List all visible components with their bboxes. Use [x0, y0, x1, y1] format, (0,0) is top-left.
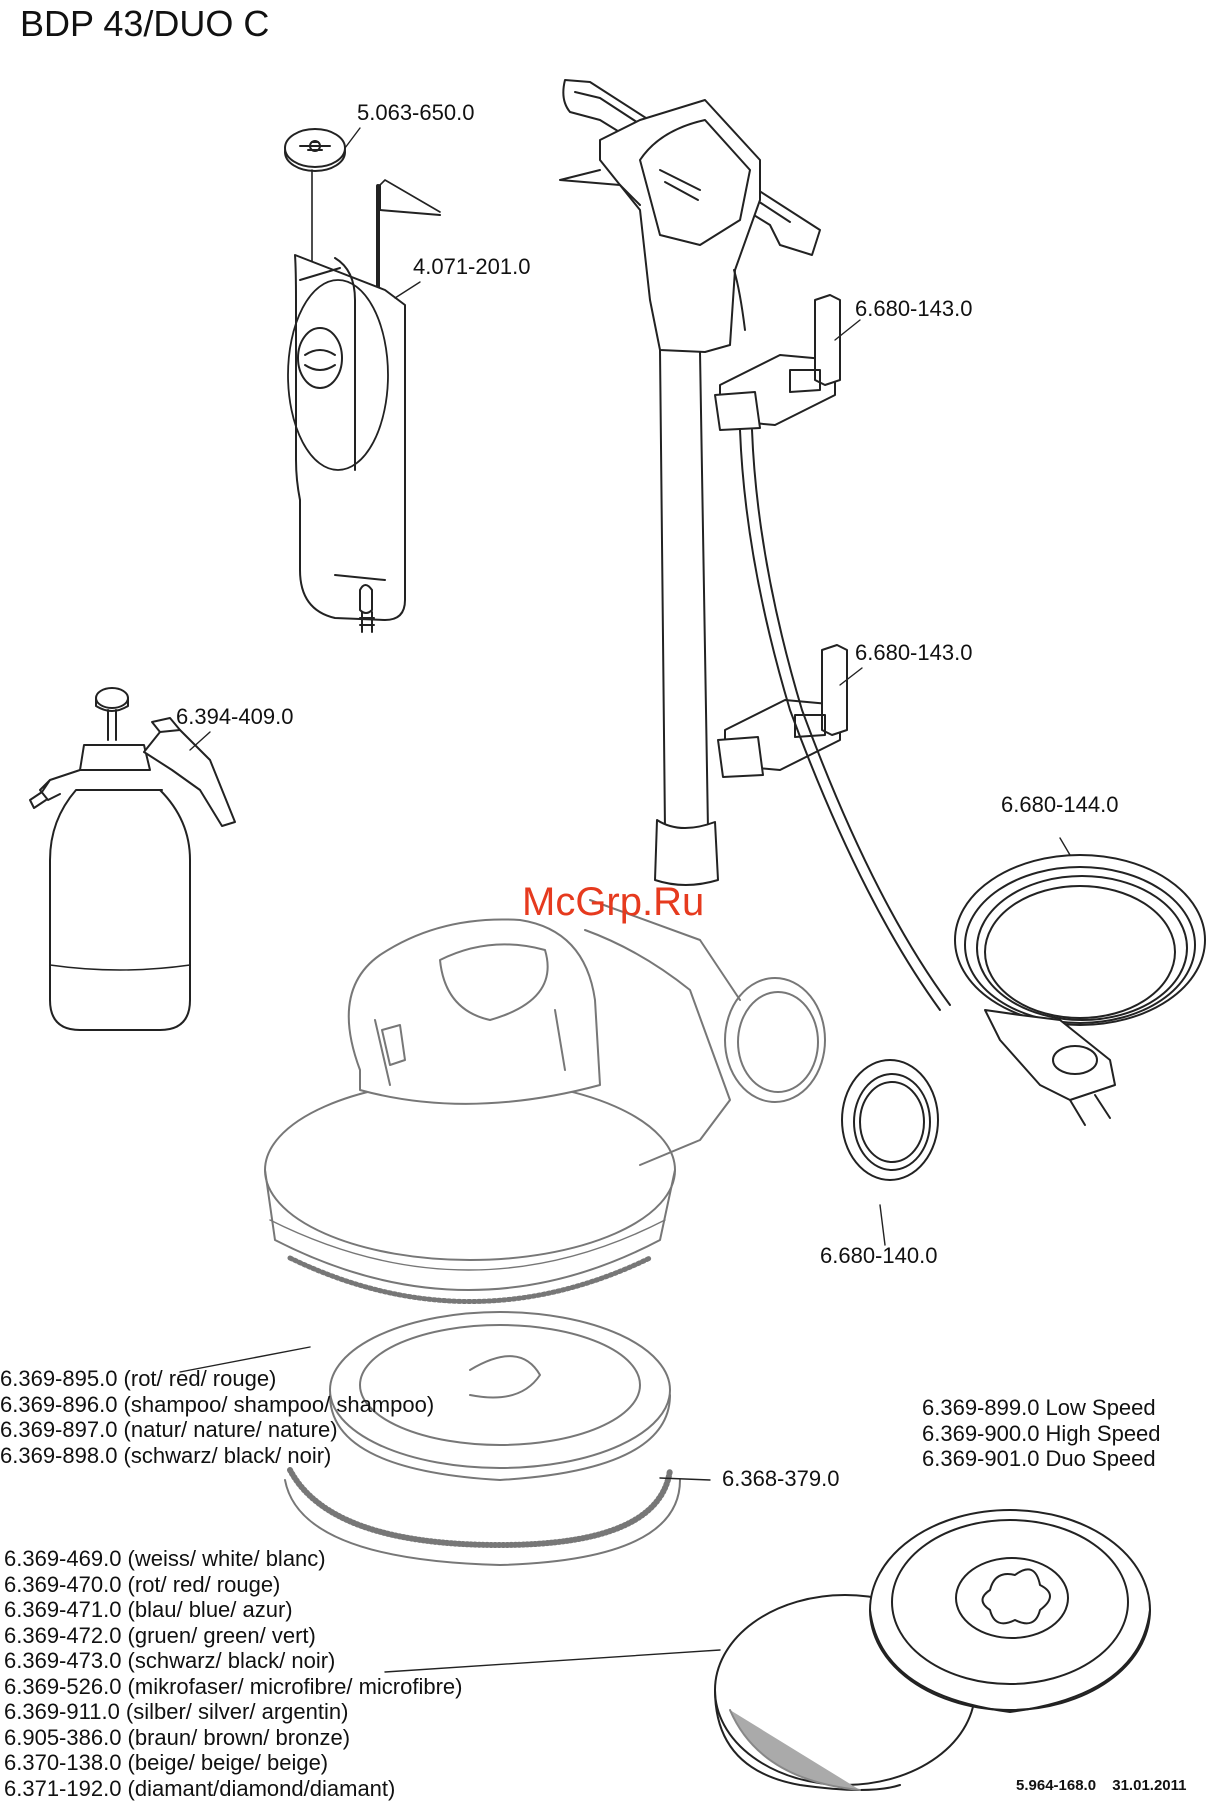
callout-wheel: 6.680-140.0: [820, 1243, 938, 1268]
brush-part: [284, 1311, 681, 1566]
list-item: 6.369-900.0 High Speed: [922, 1420, 1161, 1446]
callout-cable: 6.680-144.0: [1001, 792, 1119, 817]
cable-clip-lower-part: [717, 644, 848, 778]
list-item: 6.369-896.0 (shampoo/ shampoo/ shampoo): [0, 1391, 435, 1417]
list-item: 6.905-386.0 (braun/ brown/ bronze): [4, 1724, 351, 1750]
callout-tank: 4.071-201.0: [413, 254, 531, 279]
doc-date: 31.01.2011: [1112, 1777, 1187, 1794]
list-item: 6.369-895.0 (rot/ red/ rouge): [0, 1366, 277, 1391]
power-cable-part: [954, 854, 1206, 1126]
pressure-sprayer-part: [29, 687, 236, 1031]
callout-clip-lower: 6.680-143.0: [855, 640, 973, 665]
tank-cap-part: [284, 128, 346, 172]
list-item: 6.369-897.0 (natur/ nature/ nature): [0, 1417, 338, 1442]
list-item: 6.369-469.0 (weiss/ white/ blanc): [4, 1546, 326, 1571]
brush-ring: [287, 1255, 653, 1304]
list-item: 6.369-472.0 (gruen/ green/ vert): [4, 1622, 316, 1648]
callout-drive-board: 6.368-379.0: [722, 1466, 840, 1491]
watermark-text: McGrp.Ru: [522, 880, 705, 924]
list-item: 6.369-911.0 (silber/ silver/ argentin): [4, 1699, 349, 1724]
cable-clip-upper-part: [714, 294, 841, 431]
doc-number: 5.964-168.0: [1016, 1777, 1097, 1794]
pad-holder-list: 6.369-899.0 Low Speed 6.369-900.0 High S…: [922, 1395, 1161, 1472]
callout-clip-upper: 6.680-143.0: [855, 296, 973, 321]
machine-handle-part: [559, 79, 821, 353]
callout-sprayer: 6.394-409.0: [176, 704, 294, 729]
list-item: 6.369-473.0 (schwarz/ black/ noir): [4, 1648, 336, 1673]
document-footer: 5.964-168.0 31.01.2011: [1016, 1777, 1199, 1794]
list-item: 6.369-471.0 (blau/ blue/ azur): [4, 1597, 293, 1622]
pad-list: 6.369-469.0 (weiss/ white/ blanc) 6.369-…: [4, 1546, 462, 1801]
leader-lines: [179, 127, 1071, 1673]
list-item: 6.370-138.0 (beige/ beige/ beige): [4, 1750, 329, 1775]
list-item: 6.369-526.0 (mikrofaser/ microfibre/ mic…: [4, 1673, 463, 1699]
list-item: 6.369-470.0 (rot/ red/ rouge): [4, 1571, 281, 1597]
machine-shaft-part: [654, 349, 719, 886]
list-item: 6.371-192.0 (diamant/diamond/diamant): [4, 1775, 396, 1801]
callout-cap: 5.063-650.0: [357, 100, 475, 125]
brush-list: 6.369-895.0 (rot/ red/ rouge) 6.369-896.…: [0, 1366, 434, 1468]
pad-holder-part: [714, 1509, 1151, 1791]
wheel-part: [724, 977, 939, 1181]
list-item: 6.369-899.0 Low Speed: [922, 1395, 1156, 1420]
page-title: BDP 43/DUO C: [20, 3, 270, 44]
water-tank-part: [287, 179, 441, 633]
machine-body-part: [264, 899, 741, 1291]
list-item: 6.369-901.0 Duo Speed: [922, 1446, 1156, 1471]
list-item: 6.369-898.0 (schwarz/ black/ noir): [0, 1442, 332, 1468]
